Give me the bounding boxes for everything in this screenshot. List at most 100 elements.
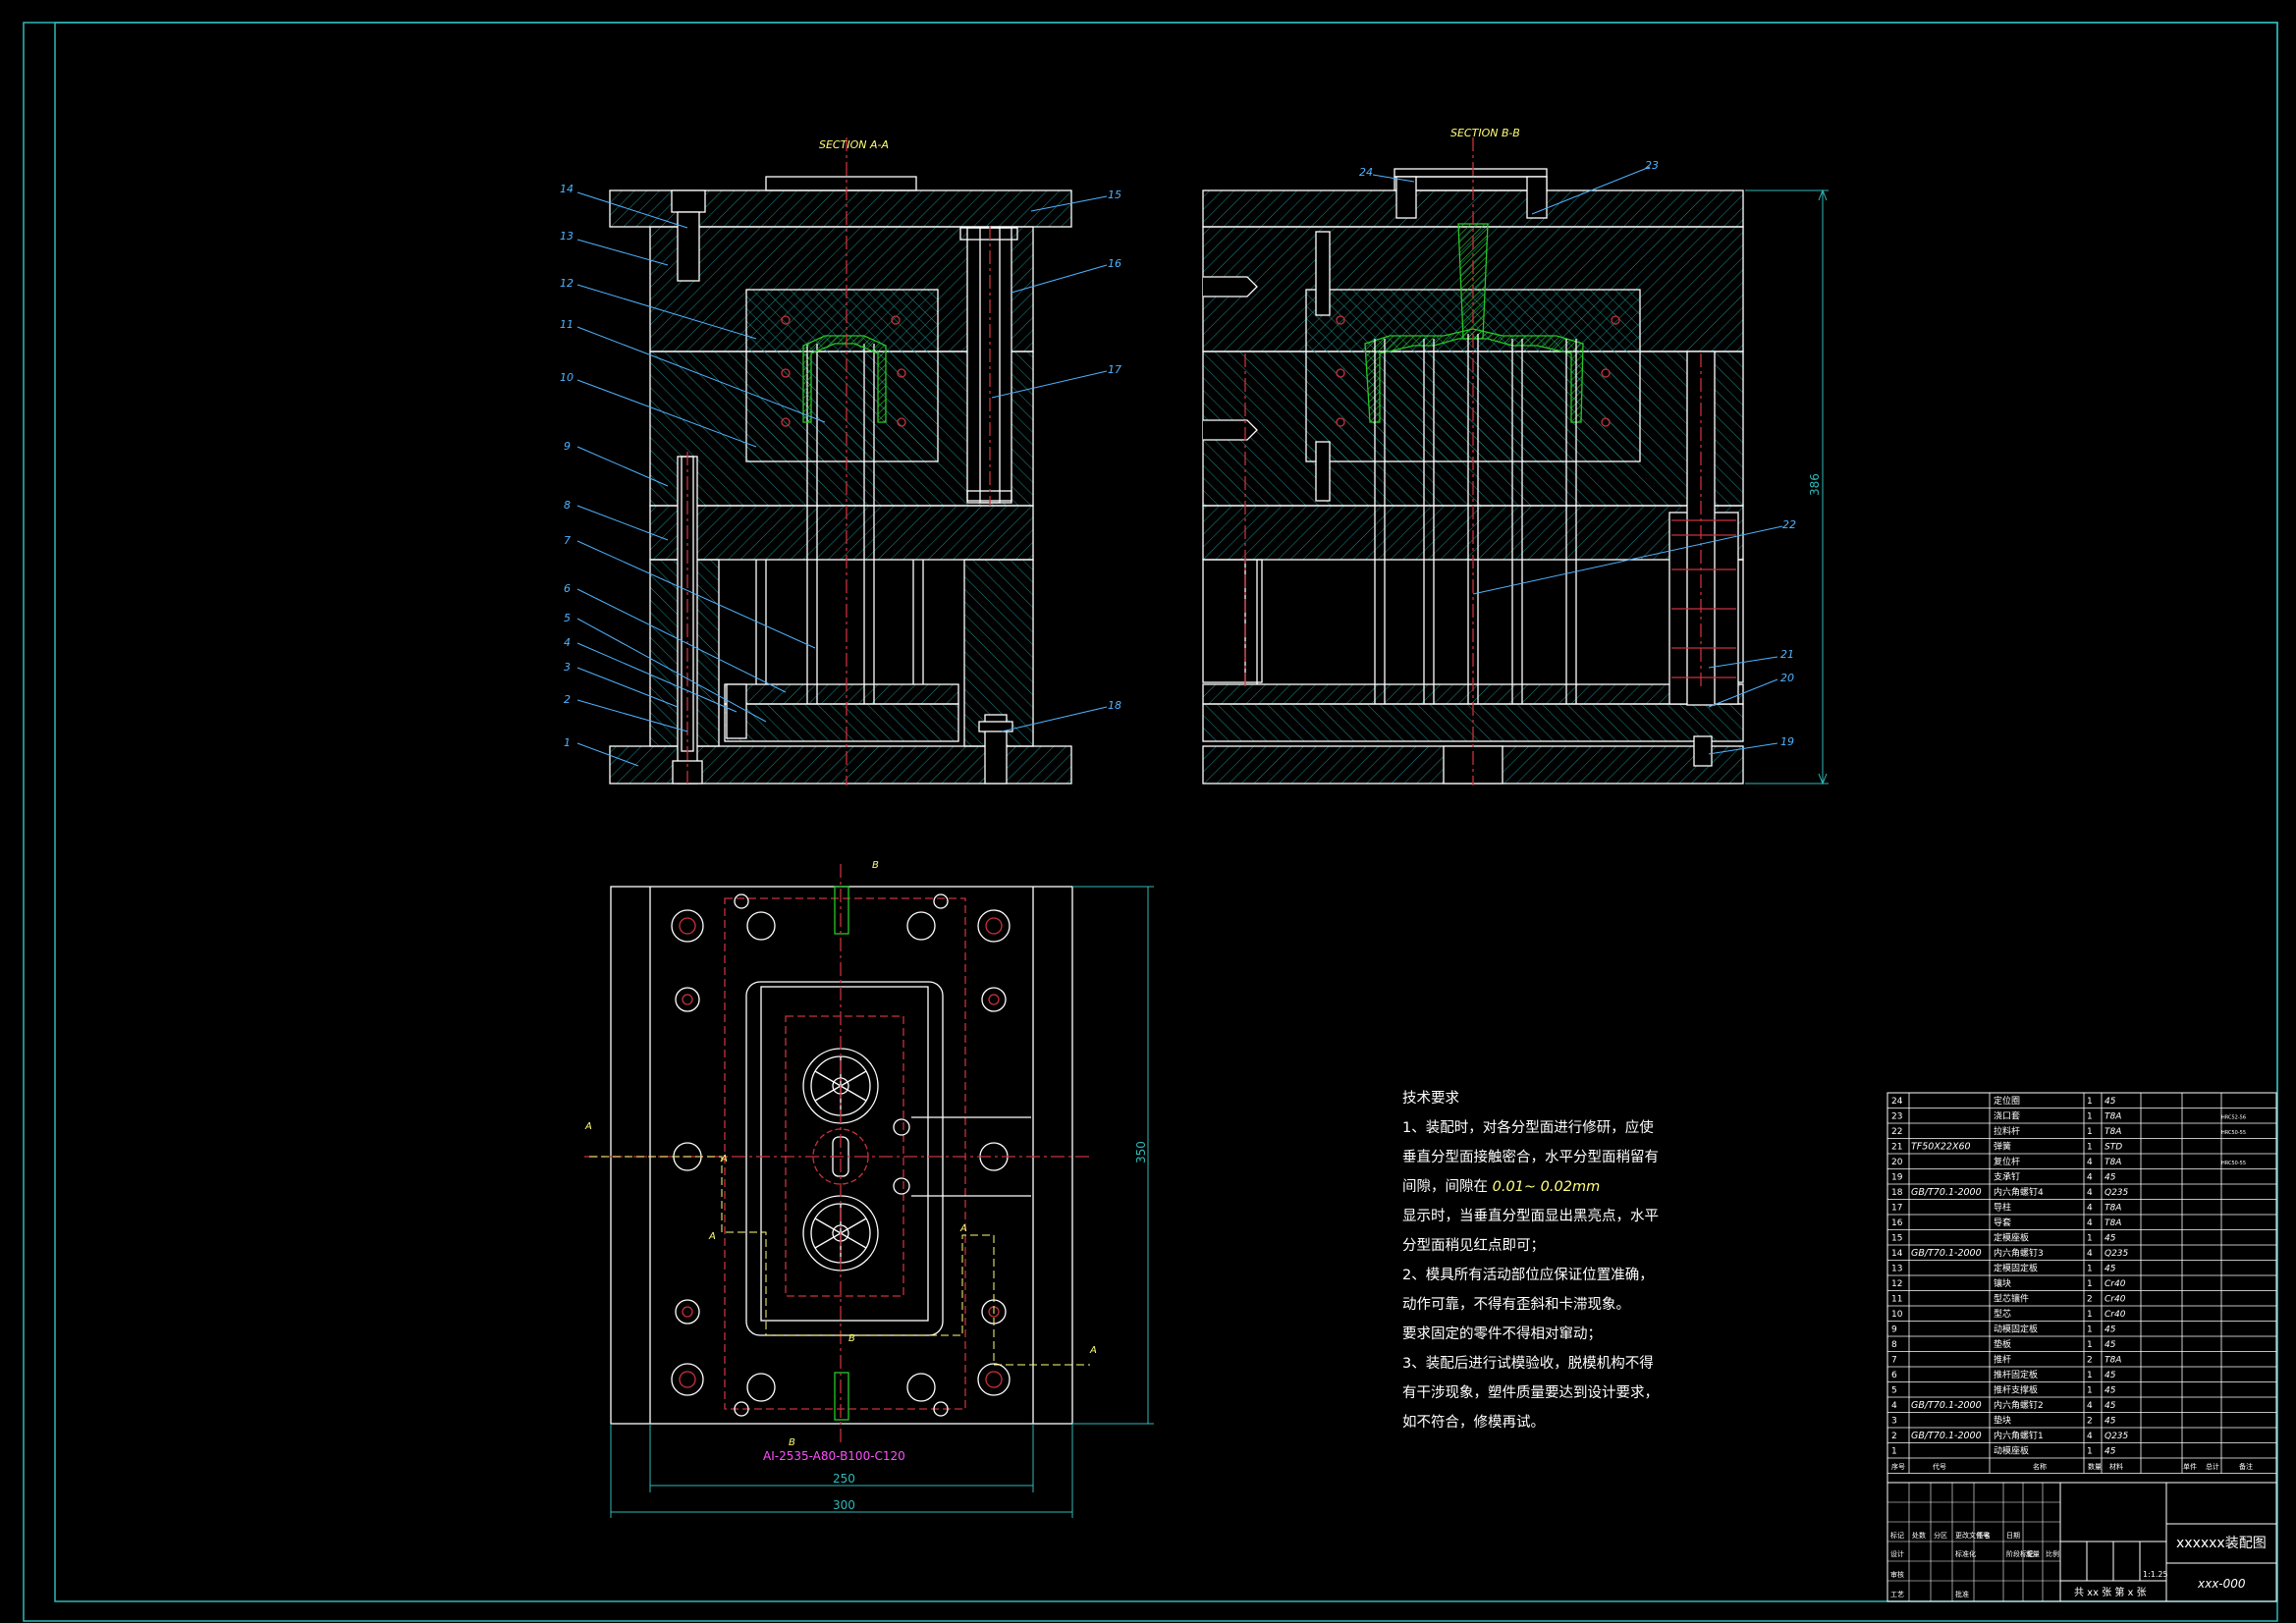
svg-text:23: 23 — [1645, 159, 1659, 172]
callout-labels-aa: 14 13 12 11 10 9 8 7 6 5 4 3 2 1 15 16 1… — [560, 183, 1121, 749]
section-bb-view: SECTION B-B — [1202, 127, 1744, 785]
bom-cell: T8A — [2105, 1204, 2121, 1214]
title-block-label: 分区 — [1934, 1531, 1947, 1540]
bom-cell: Q235 — [2105, 1432, 2129, 1441]
plan-labels: B B B A A A A A — [584, 860, 1097, 1448]
outer-frame — [23, 22, 2278, 1622]
svg-text:21: 21 — [1780, 648, 1794, 661]
tech-line: 分型面稍见红点即可； — [1402, 1238, 1545, 1254]
title-block-label: 审核 — [1890, 1570, 1904, 1579]
bom-cell: 7 — [1891, 1356, 1897, 1366]
bom-cell: 2 — [2087, 1295, 2093, 1305]
bom-cell: 镶块 — [1994, 1277, 2011, 1289]
sheet-count: 共 xx 张 第 x 张 — [2074, 1586, 2147, 1598]
bom-cell: 垫块 — [1994, 1415, 2011, 1427]
tech-line: 垂直分型面接触密合，水平分型面稍留有 — [1402, 1150, 1659, 1165]
bom-header-cell: 总计 — [2206, 1462, 2219, 1471]
bom-cell: 45 — [2105, 1371, 2116, 1380]
bom-cell: 8 — [1891, 1340, 1897, 1350]
tolerance-value: 0.01~ 0.02mm — [1492, 1179, 1601, 1195]
bom-header-cell: 名称 — [2033, 1462, 2047, 1471]
bom-cell: 1 — [2087, 1340, 2093, 1350]
svg-text:A: A — [584, 1121, 592, 1132]
bom-cell: 1 — [2087, 1265, 2093, 1274]
section-bb-title: SECTION B-B — [1450, 127, 1520, 139]
bom-header-cell: 序号 — [1891, 1462, 1905, 1471]
title-block-label: 阶段标记 — [2006, 1549, 2034, 1558]
svg-text:2: 2 — [564, 693, 571, 706]
bom-cell: 45 — [2105, 1417, 2116, 1427]
bom-cell: 45 — [2105, 1325, 2116, 1335]
mold-base-code: AI-2535-A80-B100-C120 — [763, 1449, 905, 1463]
bom-cell: 4 — [2087, 1158, 2093, 1167]
svg-text:A: A — [720, 1154, 728, 1164]
dim-350-label: 350 — [1134, 1141, 1148, 1163]
bom-cell: 4 — [2087, 1188, 2093, 1198]
title-block-label: 标记 — [1890, 1531, 1904, 1540]
title-block-label: 签名 — [1977, 1531, 1991, 1540]
bom-cell: 4 — [2087, 1173, 2093, 1183]
bom-cell: 18 — [1891, 1188, 1903, 1198]
bom-cell: 定位圈 — [1994, 1095, 2020, 1107]
bom-cell: 16 — [1891, 1218, 1903, 1228]
plan-view — [584, 864, 1090, 1443]
bom-cell: 4 — [2087, 1218, 2093, 1228]
support-plate — [649, 505, 1034, 561]
svg-text:1: 1 — [564, 736, 571, 749]
bom-cell: 45 — [2105, 1401, 2116, 1411]
bom-cell: 1 — [2087, 1097, 2093, 1107]
cavity-insert — [745, 289, 939, 462]
bom-cell: 导柱 — [1994, 1202, 2011, 1214]
tech-line: 1、装配时，对各分型面进行修研，应使 — [1402, 1120, 1654, 1136]
svg-text:3: 3 — [564, 661, 571, 674]
bom-cell: 1 — [2087, 1386, 2093, 1396]
bom-cell: 4 — [2087, 1432, 2093, 1441]
bom-cell: 11 — [1891, 1295, 1902, 1305]
bom-cell: 45 — [2105, 1173, 2116, 1183]
bom-cell: 45 — [2105, 1234, 2116, 1244]
bom-cell: Q235 — [2105, 1188, 2129, 1198]
dim-386 — [1745, 189, 1829, 785]
bom-cell: 1 — [2087, 1325, 2093, 1335]
technical-requirements: 技术要求 1、装配时，对各分型面进行修研，应使 垂直分型面接触密合，水平分型面稍… — [1402, 1084, 1659, 1437]
bom-cell: 2 — [1891, 1432, 1897, 1441]
title-block-text: xxxxxx装配图 xxx-000 1:1.25 共 xx 张 第 x 张 — [2074, 1536, 2267, 1598]
bom-cell: 型芯镶件 — [1994, 1293, 2029, 1305]
bom-cell: 2 — [2087, 1356, 2093, 1366]
scale: 1:1.25 — [2143, 1570, 2168, 1579]
title-block-label: 日期 — [2006, 1532, 2020, 1540]
svg-text:8: 8 — [564, 499, 571, 512]
title-block-label: 更改文件号 — [1955, 1531, 1990, 1540]
dim-300-label: 300 — [833, 1498, 855, 1512]
section-aa-view: SECTION A-A — [609, 137, 1072, 785]
bom-cell: 内六角螺钉3 — [1994, 1247, 2044, 1259]
bom-cell: 推杆 — [1994, 1354, 2011, 1366]
bom-cell: T8A — [2105, 1356, 2121, 1366]
bom-cell: 5 — [1891, 1386, 1897, 1396]
bom-cell: 内六角螺钉1 — [1994, 1430, 2044, 1441]
dim-250-label: 250 — [833, 1472, 855, 1486]
plan-dims — [610, 886, 1154, 1518]
svg-text:17: 17 — [1108, 363, 1121, 376]
svg-text:24: 24 — [1359, 166, 1373, 179]
tech-line-text: 间隙，间隙在 — [1402, 1179, 1488, 1195]
bom-cell: 4 — [2087, 1249, 2093, 1259]
bom-cell: 3 — [1891, 1417, 1897, 1427]
svg-text:6: 6 — [564, 582, 571, 595]
svg-text:A: A — [708, 1231, 716, 1242]
bom-cell: T8A — [2105, 1218, 2121, 1228]
bom-cell: 4 — [2087, 1204, 2093, 1214]
bom-cell: HRC50-55 — [2221, 1130, 2246, 1136]
bom-cell: STD — [2105, 1143, 2122, 1153]
bom-cell: 1 — [2087, 1447, 2093, 1457]
bom-cell: HRC52-56 — [2221, 1115, 2246, 1121]
bom-cell: 45 — [2105, 1447, 2116, 1457]
bom-cell: 支承钉 — [1994, 1171, 2020, 1183]
inner-frame — [54, 22, 2278, 1602]
bom-cell: 1 — [2087, 1279, 2093, 1289]
title-block-label: 设计 — [1890, 1549, 1904, 1558]
title-block-labels: 标记处数分区更改文件号签名日期设计标准化阶段标记重量比例审核工艺批准 — [1890, 1531, 2059, 1598]
svg-text:B: B — [872, 860, 879, 871]
svg-text:7: 7 — [564, 534, 571, 547]
svg-text:10: 10 — [560, 371, 574, 384]
